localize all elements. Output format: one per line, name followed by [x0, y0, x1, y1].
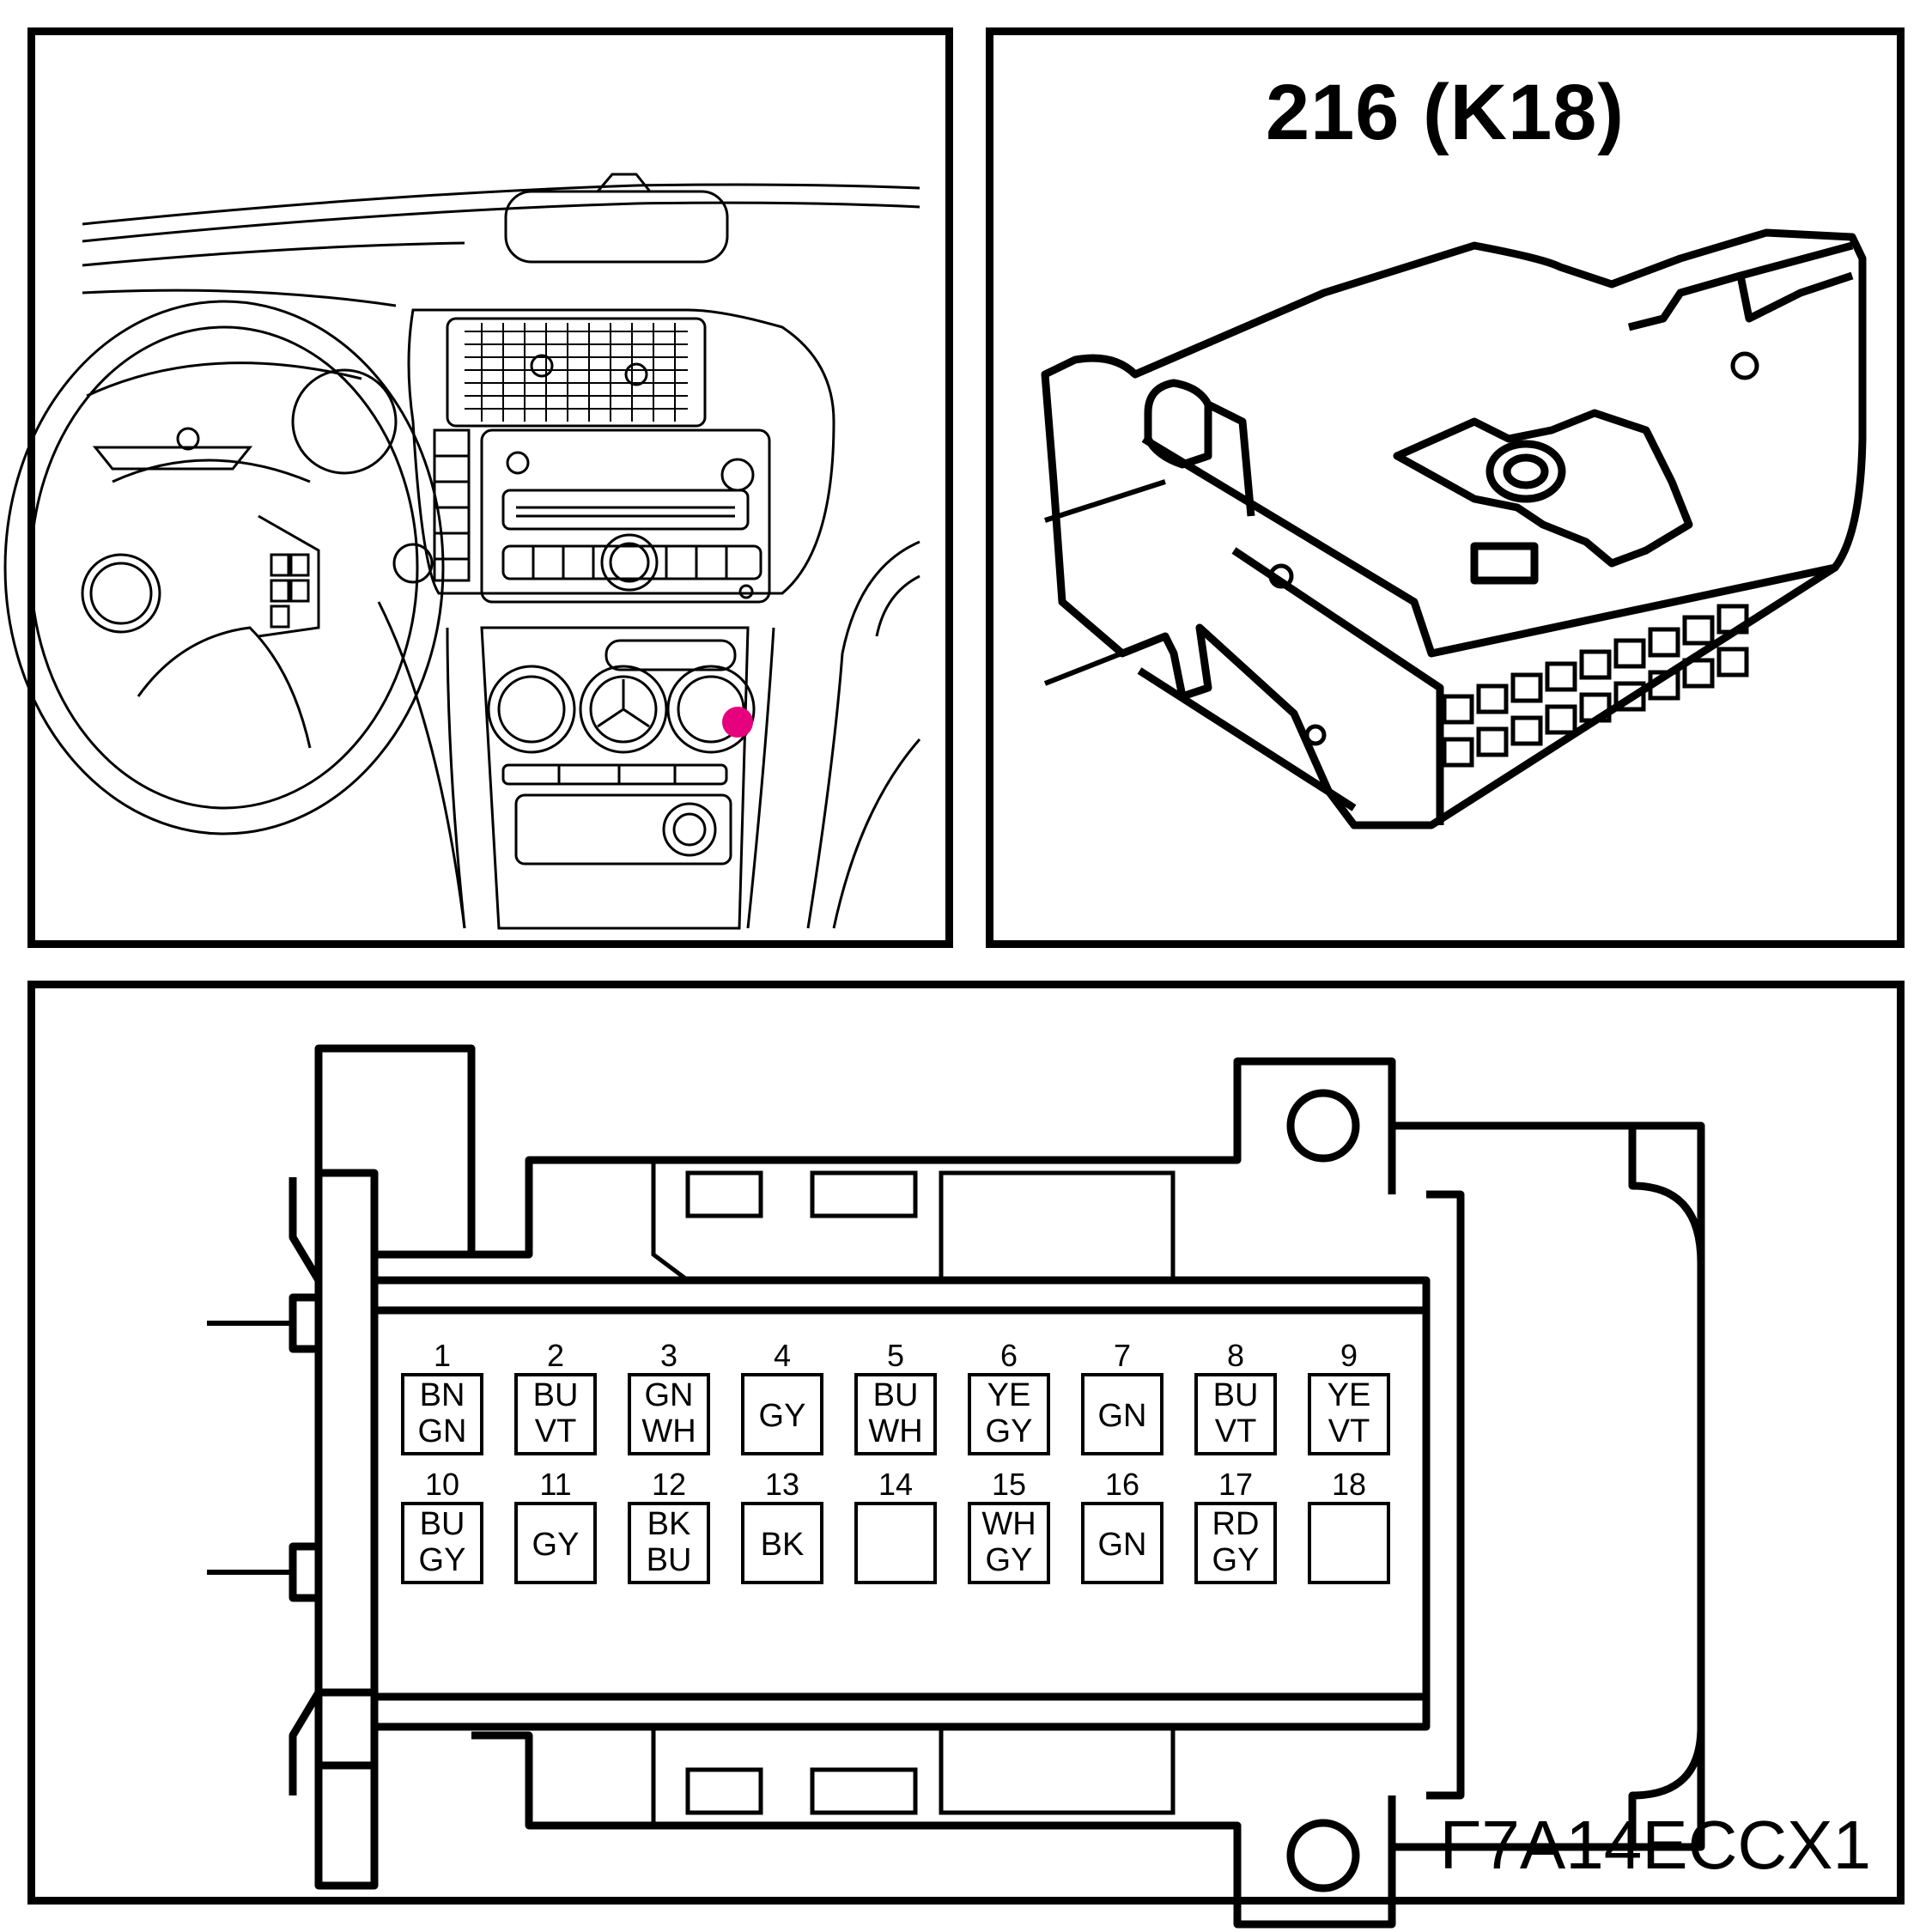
wire-color-secondary: WH	[641, 1413, 696, 1449]
wire-color-primary: YE	[1327, 1377, 1371, 1413]
wire-color: GY	[759, 1398, 806, 1434]
pin-cavity	[628, 1502, 710, 1584]
pin-number: 2	[547, 1338, 564, 1373]
pin-number: 10	[425, 1467, 459, 1502]
wire-color-primary: BU	[420, 1506, 465, 1542]
pin-cavity	[401, 1502, 483, 1584]
pin-grid: 1BNGN2BUVT3GNWH4GY5BUWH6YEGY7GN8BUVT9YEV…	[401, 1338, 1390, 1584]
wire-color-secondary: WH	[868, 1413, 922, 1449]
wire-color-secondary: VT	[1215, 1413, 1257, 1449]
connector-3d-panel: 216 (K18)	[986, 27, 1905, 948]
pin-cavity	[741, 1502, 823, 1584]
pin-cavity	[1081, 1373, 1163, 1455]
wire-color-secondary: BU	[647, 1542, 692, 1578]
pin-number: 8	[1227, 1338, 1244, 1373]
wire-color-primary: BN	[420, 1377, 465, 1413]
pin-cavity	[514, 1373, 597, 1455]
pin-14: 14	[854, 1467, 937, 1584]
connector-location-marker	[722, 707, 753, 738]
wire-color: BK	[761, 1527, 805, 1563]
pin-number: 6	[1000, 1338, 1018, 1373]
pin-cavity	[514, 1502, 597, 1584]
pin-cavity	[1308, 1502, 1390, 1584]
pin-number: 9	[1340, 1338, 1358, 1373]
pin-number: 11	[539, 1467, 571, 1502]
pin-number: 12	[652, 1467, 686, 1502]
pin-number: 15	[992, 1467, 1026, 1502]
wire-color-secondary: VT	[1328, 1413, 1370, 1449]
pin-cavity	[1194, 1502, 1277, 1584]
wire-color-primary: GN	[645, 1377, 694, 1413]
pin-cavity	[968, 1373, 1050, 1455]
pin-number: 4	[774, 1338, 791, 1373]
pin-number: 18	[1332, 1467, 1366, 1502]
wire-color-secondary: GY	[986, 1413, 1033, 1449]
connector-title: 216 (K18)	[1265, 69, 1625, 156]
wire-color-secondary: GY	[419, 1542, 466, 1578]
wire-color-secondary: GY	[986, 1542, 1033, 1578]
wire-color-primary: RD	[1212, 1506, 1260, 1542]
pin-number: 5	[887, 1338, 904, 1373]
connector-3d-illustration	[1041, 228, 1867, 829]
pin-cavity	[854, 1373, 937, 1455]
pin-number: 7	[1114, 1338, 1131, 1373]
wire-color-primary: BU	[533, 1377, 579, 1413]
wire-color: GN	[1098, 1398, 1147, 1434]
wire-color-primary: BU	[1213, 1377, 1259, 1413]
pin-number: 14	[878, 1467, 913, 1502]
pin-number: 13	[765, 1467, 799, 1502]
pin-7: 7GN	[1081, 1338, 1163, 1455]
pin-number: 1	[434, 1338, 451, 1373]
wire-color-primary: BU	[873, 1377, 919, 1413]
pin-cavity	[1194, 1373, 1277, 1455]
pin-cavity	[968, 1502, 1050, 1584]
location-panel	[3, 27, 953, 948]
wire-color-secondary: GN	[418, 1413, 467, 1449]
pin-number: 3	[660, 1338, 677, 1373]
wire-color: GY	[532, 1527, 580, 1563]
pin-cavity	[401, 1373, 483, 1455]
pin-18: 18	[1308, 1467, 1390, 1584]
pin-number: 16	[1105, 1467, 1139, 1502]
pin-number: 17	[1218, 1467, 1253, 1502]
wire-color: GN	[1098, 1527, 1147, 1563]
connector-face-illustration: 1BNGN2BUVT3GNWH4GY5BUWH6YEGY7GN8BUVT9YEV…	[207, 1044, 1705, 1929]
wire-color-primary: BK	[647, 1506, 691, 1542]
pin-cavity	[628, 1373, 710, 1455]
pin-4: 4GY	[741, 1338, 823, 1455]
wire-color-primary: WH	[981, 1506, 1036, 1542]
dashboard-illustration	[3, 173, 921, 930]
wire-color-primary: YE	[987, 1377, 1031, 1413]
pin-cavity	[1308, 1373, 1390, 1455]
pin-cavity	[741, 1373, 823, 1455]
pin-cavity	[1081, 1502, 1163, 1584]
pin-cavity	[854, 1502, 937, 1584]
wire-color-secondary: GY	[1212, 1542, 1260, 1578]
figure-reference: F7A14ECCX1	[1439, 1807, 1871, 1883]
wire-color-secondary: VT	[535, 1413, 577, 1449]
